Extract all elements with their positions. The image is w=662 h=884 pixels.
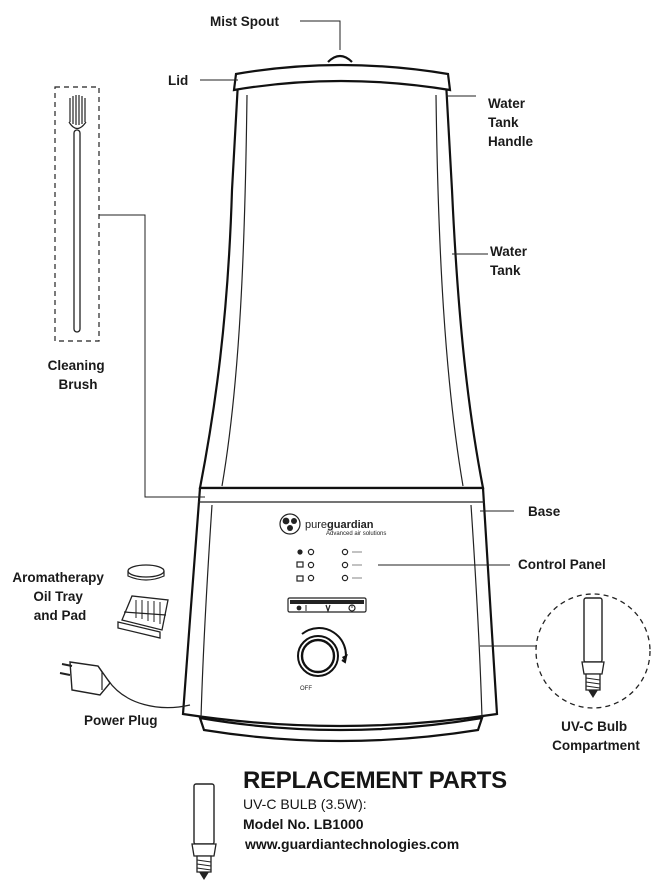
uv-bulb-compartment: [536, 594, 650, 708]
replacement-bulb-icon: [192, 784, 216, 880]
label-water-tank: Water Tank: [490, 244, 531, 278]
label-control-panel: Control Panel: [518, 557, 606, 572]
replacement-parts-title: REPLACEMENT PARTS: [243, 768, 653, 794]
replacement-parts-block: REPLACEMENT PARTS UV-C BULB (3.5W): Mode…: [243, 768, 653, 854]
aromatherapy-tray: [118, 565, 168, 638]
label-mist-spout: Mist Spout: [210, 14, 279, 29]
power-plug: [60, 662, 190, 708]
label-water-tank-handle: Water Tank Handle: [488, 96, 534, 149]
cleaning-brush: [55, 87, 99, 341]
label-aromatherapy: Aromatherapy Oil Tray and Pad: [12, 570, 107, 623]
label-cleaning-brush: Cleaning Brush: [48, 358, 109, 392]
knob-off-label: OFF: [300, 686, 312, 692]
label-base: Base: [528, 504, 561, 519]
label-lid: Lid: [168, 73, 188, 88]
humidifier: pureguardian Advanced air solutions: [183, 56, 497, 741]
label-power-plug: Power Plug: [84, 713, 158, 728]
label-uv-compartment: UV-C Bulb Compartment: [552, 719, 640, 753]
replacement-model-number: Model No. LB1000: [243, 814, 653, 834]
replacement-bulb-spec: UV-C BULB (3.5W):: [243, 794, 653, 814]
mist-spout-shape: [328, 56, 352, 62]
logo-tagline: Advanced air solutions: [326, 531, 386, 537]
replacement-website: www.guardiantechnologies.com: [245, 834, 653, 854]
logo-text: pureguardian: [305, 519, 374, 531]
aroma-pad: [128, 565, 164, 577]
